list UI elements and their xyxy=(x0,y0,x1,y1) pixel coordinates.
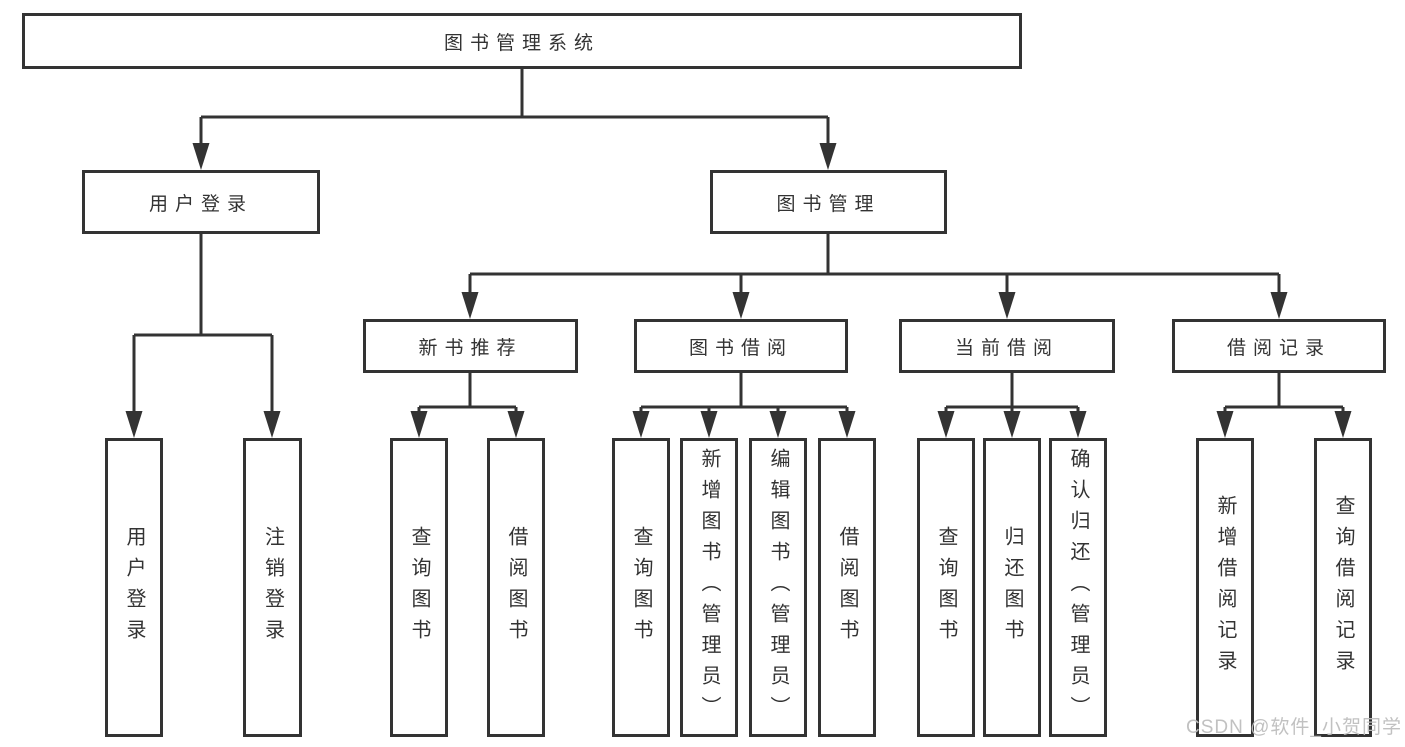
connector-new-book-recommend xyxy=(417,373,518,413)
leaf-borrow-books-recommend: 借阅图书 xyxy=(487,438,545,737)
leaf-user-login-label: 用户登录 xyxy=(123,525,145,650)
leaf-add-book-admin-label: 新增图书（管理员） xyxy=(698,448,720,727)
leaf-add-borrow-record-label: 新增借阅记录 xyxy=(1214,494,1236,681)
connector-user-login xyxy=(132,234,274,413)
leaf-borrow-books-label: 借阅图书 xyxy=(836,525,858,650)
csdn-watermark: CSDN @软件_小贺同学 xyxy=(1186,717,1402,738)
connector-borrow-records xyxy=(1223,373,1345,413)
node-book-management-label: 图书管理 xyxy=(776,193,881,215)
connector-current-borrow xyxy=(944,373,1080,413)
connector-root xyxy=(199,69,830,145)
leaf-logout-label: 注销登录 xyxy=(261,525,284,650)
leaf-query-books-borrow: 查询图书 xyxy=(612,438,670,737)
node-new-book-recommend-label: 新书推荐 xyxy=(418,337,523,359)
leaf-edit-book-admin-label: 编辑图书（管理员） xyxy=(767,448,789,727)
leaf-logout: 注销登录 xyxy=(243,438,302,737)
node-user-login: 用户登录 xyxy=(82,170,320,234)
connector-book-management xyxy=(468,234,1281,294)
leaf-borrow-books: 借阅图书 xyxy=(818,438,876,737)
node-book-borrow-label: 图书借阅 xyxy=(688,337,793,359)
leaf-return-book-label: 归还图书 xyxy=(1001,525,1023,650)
leaf-edit-book-admin: 编辑图书（管理员） xyxy=(749,438,807,737)
leaf-add-borrow-record: 新增借阅记录 xyxy=(1196,438,1254,737)
leaf-query-books-current: 查询图书 xyxy=(917,438,975,737)
leaf-query-books-recommend-label: 查询图书 xyxy=(408,525,430,650)
node-library-system: 图书管理系统 xyxy=(22,13,1022,69)
leaf-confirm-return-admin-label: 确认归还（管理员） xyxy=(1067,448,1089,727)
leaf-query-books-borrow-label: 查询图书 xyxy=(630,525,652,650)
leaf-borrow-books-recommend-label: 借阅图书 xyxy=(505,525,527,650)
leaf-query-borrow-record: 查询借阅记录 xyxy=(1314,438,1372,737)
node-user-login-label: 用户登录 xyxy=(148,193,253,215)
leaf-add-book-admin: 新增图书（管理员） xyxy=(680,438,738,737)
node-borrow-records-label: 借阅记录 xyxy=(1226,337,1331,359)
node-book-management: 图书管理 xyxy=(710,170,947,234)
leaf-query-books-current-label: 查询图书 xyxy=(935,525,957,650)
arrowheads xyxy=(125,143,1352,438)
leaf-query-books-recommend: 查询图书 xyxy=(390,438,448,737)
leaf-return-book: 归还图书 xyxy=(983,438,1041,737)
node-borrow-records: 借阅记录 xyxy=(1172,319,1386,373)
leaf-query-borrow-record-label: 查询借阅记录 xyxy=(1332,494,1354,681)
leaf-user-login: 用户登录 xyxy=(105,438,163,737)
leaf-confirm-return-admin: 确认归还（管理员） xyxy=(1049,438,1107,737)
node-library-system-label: 图书管理系统 xyxy=(443,32,600,54)
node-book-borrow: 图书借阅 xyxy=(634,319,848,373)
node-current-borrow-label: 当前借阅 xyxy=(954,337,1059,359)
node-new-book-recommend: 新书推荐 xyxy=(363,319,578,373)
node-current-borrow: 当前借阅 xyxy=(899,319,1115,373)
connector-book-borrow xyxy=(639,373,849,413)
